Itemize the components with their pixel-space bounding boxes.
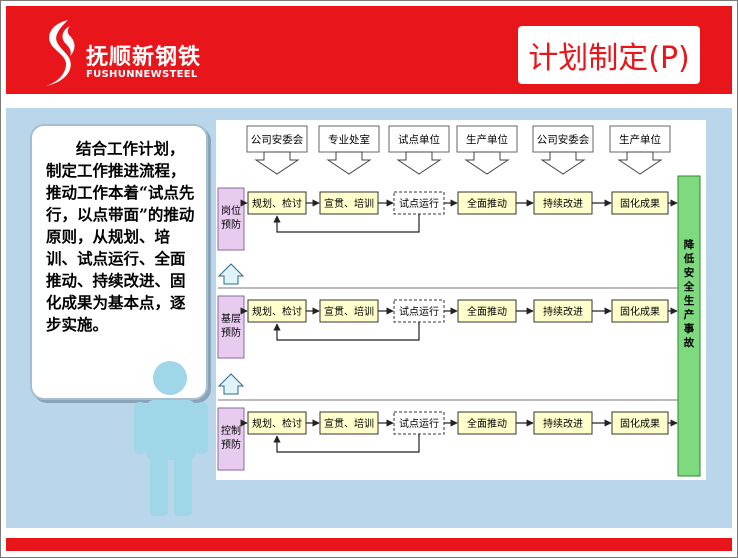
goal-text-char: 故	[684, 336, 695, 349]
goal-text-char: 安	[684, 266, 695, 279]
description-callout: 结合工作计划，制定工作推进流程，推动工作本着“试点先行，以点带面”的推动原则，从…	[30, 124, 208, 400]
row-label-text: 预防	[221, 438, 241, 451]
process-step-text: 持续改进	[543, 417, 583, 430]
feedback-arrow	[273, 322, 420, 341]
process-step-text: 固化成果	[620, 305, 660, 318]
process-step-text: 试点运行	[399, 417, 439, 430]
row-label-text: 基层	[221, 312, 241, 325]
process-step-text: 宣贯、培训	[324, 197, 374, 210]
person-figure-icon	[134, 361, 208, 516]
top-label-box	[246, 125, 308, 153]
company-logo-icon	[46, 20, 75, 86]
row-label-text: 控制	[221, 424, 241, 437]
feedback-arrow	[273, 214, 420, 233]
row-label-text: 预防	[221, 218, 241, 231]
process-step-text: 固化成果	[620, 417, 660, 430]
row-label-box	[217, 187, 245, 251]
top-label-text: 试点单位	[398, 133, 440, 146]
row-label-box	[217, 407, 245, 471]
footer-bar	[6, 538, 732, 551]
up-arrow-icon	[217, 263, 245, 285]
process-step-text: 全面推动	[467, 305, 507, 318]
down-arrow-icon	[617, 151, 663, 175]
top-label-text: 生产单位	[619, 133, 661, 146]
goal-text-char: 降	[684, 238, 695, 251]
row-label-text: 岗位	[221, 204, 241, 217]
header-banner: 抚顺新钢铁 FUSHUNNEWSTEEL 计划制定(P)	[6, 6, 732, 94]
process-step-text: 持续改进	[543, 305, 583, 318]
process-step-text: 试点运行	[399, 197, 439, 210]
description-text: 结合工作计划，制定工作推进流程，推动工作本着“试点先行，以点带面”的推动原则，从…	[46, 139, 195, 334]
title-box: 计划制定(P)	[518, 26, 700, 84]
process-step-text: 宣贯、培训	[324, 305, 374, 318]
process-step-text: 全面推动	[467, 417, 507, 430]
top-label-text: 生产单位	[466, 133, 508, 146]
process-step-text: 宣贯、培训	[324, 417, 374, 430]
down-arrow-icon	[254, 151, 300, 175]
row-label-text: 预防	[221, 326, 241, 339]
down-arrow-icon	[464, 151, 510, 175]
down-arrow-icon	[540, 151, 586, 175]
logo-chinese-text: 抚顺新钢铁	[86, 45, 202, 70]
feedback-arrow	[273, 434, 420, 453]
top-label-text: 公司安委会	[537, 133, 590, 146]
goal-text-char: 事	[684, 322, 695, 335]
top-label-text: 专业处室	[328, 133, 370, 146]
process-flow-diagram: 公司安委会专业处室试点单位生产单位公司安委会生产单位岗位预防规划、检讨宣贯、培训…	[216, 120, 706, 480]
top-label-box	[318, 125, 380, 153]
process-step-text: 规划、检讨	[252, 417, 302, 430]
goal-text-char: 低	[683, 252, 695, 265]
down-arrow-icon	[396, 151, 442, 175]
process-step-text: 规划、检讨	[252, 197, 302, 210]
page-title: 计划制定(P)	[528, 41, 690, 76]
process-step-text: 全面推动	[467, 197, 507, 210]
logo-english-text: FUSHUNNEWSTEEL	[86, 69, 198, 80]
goal-text-char: 全	[683, 280, 695, 293]
goal-text-char: 生	[684, 294, 695, 307]
goal-box	[677, 175, 701, 477]
process-step-text: 试点运行	[399, 305, 439, 318]
top-label-box	[609, 125, 671, 153]
top-label-text: 公司安委会	[251, 133, 304, 146]
process-step-text: 规划、检讨	[252, 305, 302, 318]
process-step-text: 固化成果	[620, 197, 660, 210]
goal-text-char: 产	[684, 308, 695, 321]
row-label-box	[217, 295, 245, 359]
down-arrow-icon	[326, 151, 372, 175]
process-step-text: 持续改进	[543, 197, 583, 210]
up-arrow-icon	[217, 373, 245, 395]
